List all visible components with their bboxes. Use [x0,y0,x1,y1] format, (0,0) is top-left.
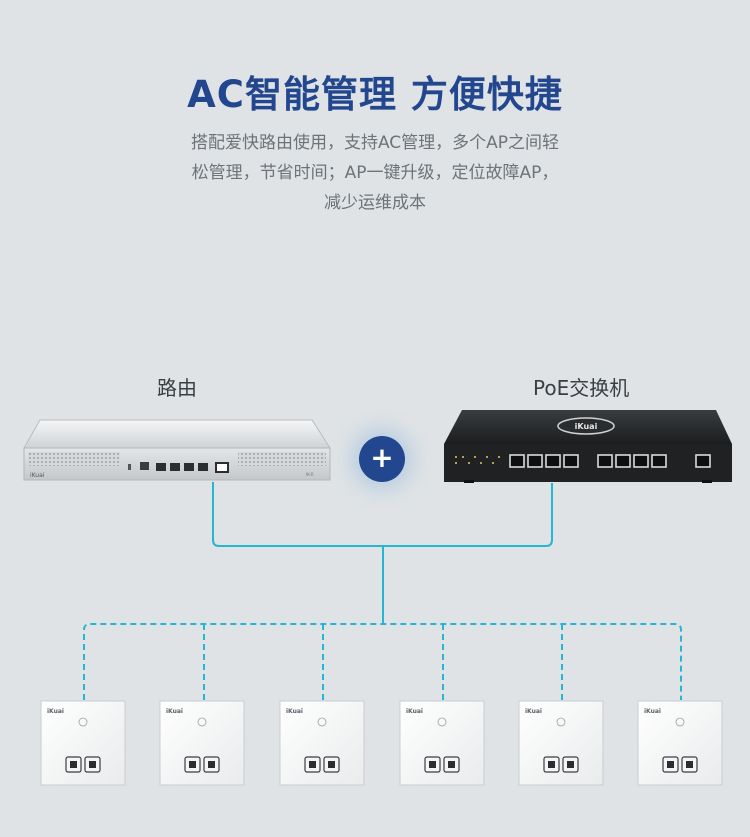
description-line-1: 搭配爱快路由使用，支持AC管理，多个AP之间轻 [190,133,560,153]
description-line-2: 松管理，节省时间；AP一键升级，定位故障AP， [191,163,559,183]
connection-lines [83,482,682,700]
svg-text:IK-R: IK-R [306,472,314,477]
poe-switch-device: iKuai [444,410,732,483]
svg-text:iKuai: iKuai [166,708,183,715]
router-label: 路由 [157,376,197,400]
svg-text:iKuai: iKuai [525,708,542,715]
ap-panel-3: iKuai [279,700,365,786]
description-line-3: 减少运维成本 [324,193,426,213]
ap-panel-6: iKuai [637,700,723,786]
svg-text:iKuai: iKuai [47,708,64,715]
description: 搭配爱快路由使用，支持AC管理，多个AP之间轻 松管理，节省时间；AP一键升级，… [145,128,605,218]
svg-text:iKuai: iKuai [406,708,423,715]
ap-panel-2: iKuai [159,700,245,786]
router-device: iKuai IK-R [23,419,331,481]
ap-panel-5: iKuai [518,700,604,786]
switch-brand-logo: iKuai [575,422,598,431]
plus-icon: + [359,436,405,482]
switch-label: PoE交换机 [533,376,630,400]
svg-text:iKuai: iKuai [286,708,303,715]
router-link-line [212,482,553,547]
router-brand-logo: iKuai [30,472,45,479]
ap-panel-1: iKuai [40,700,126,786]
ap-bus-line [83,623,682,700]
ap-panel-4: iKuai [399,700,485,786]
page-title: AC智能管理 方便快捷 [187,73,563,116]
svg-text:iKuai: iKuai [644,708,661,715]
